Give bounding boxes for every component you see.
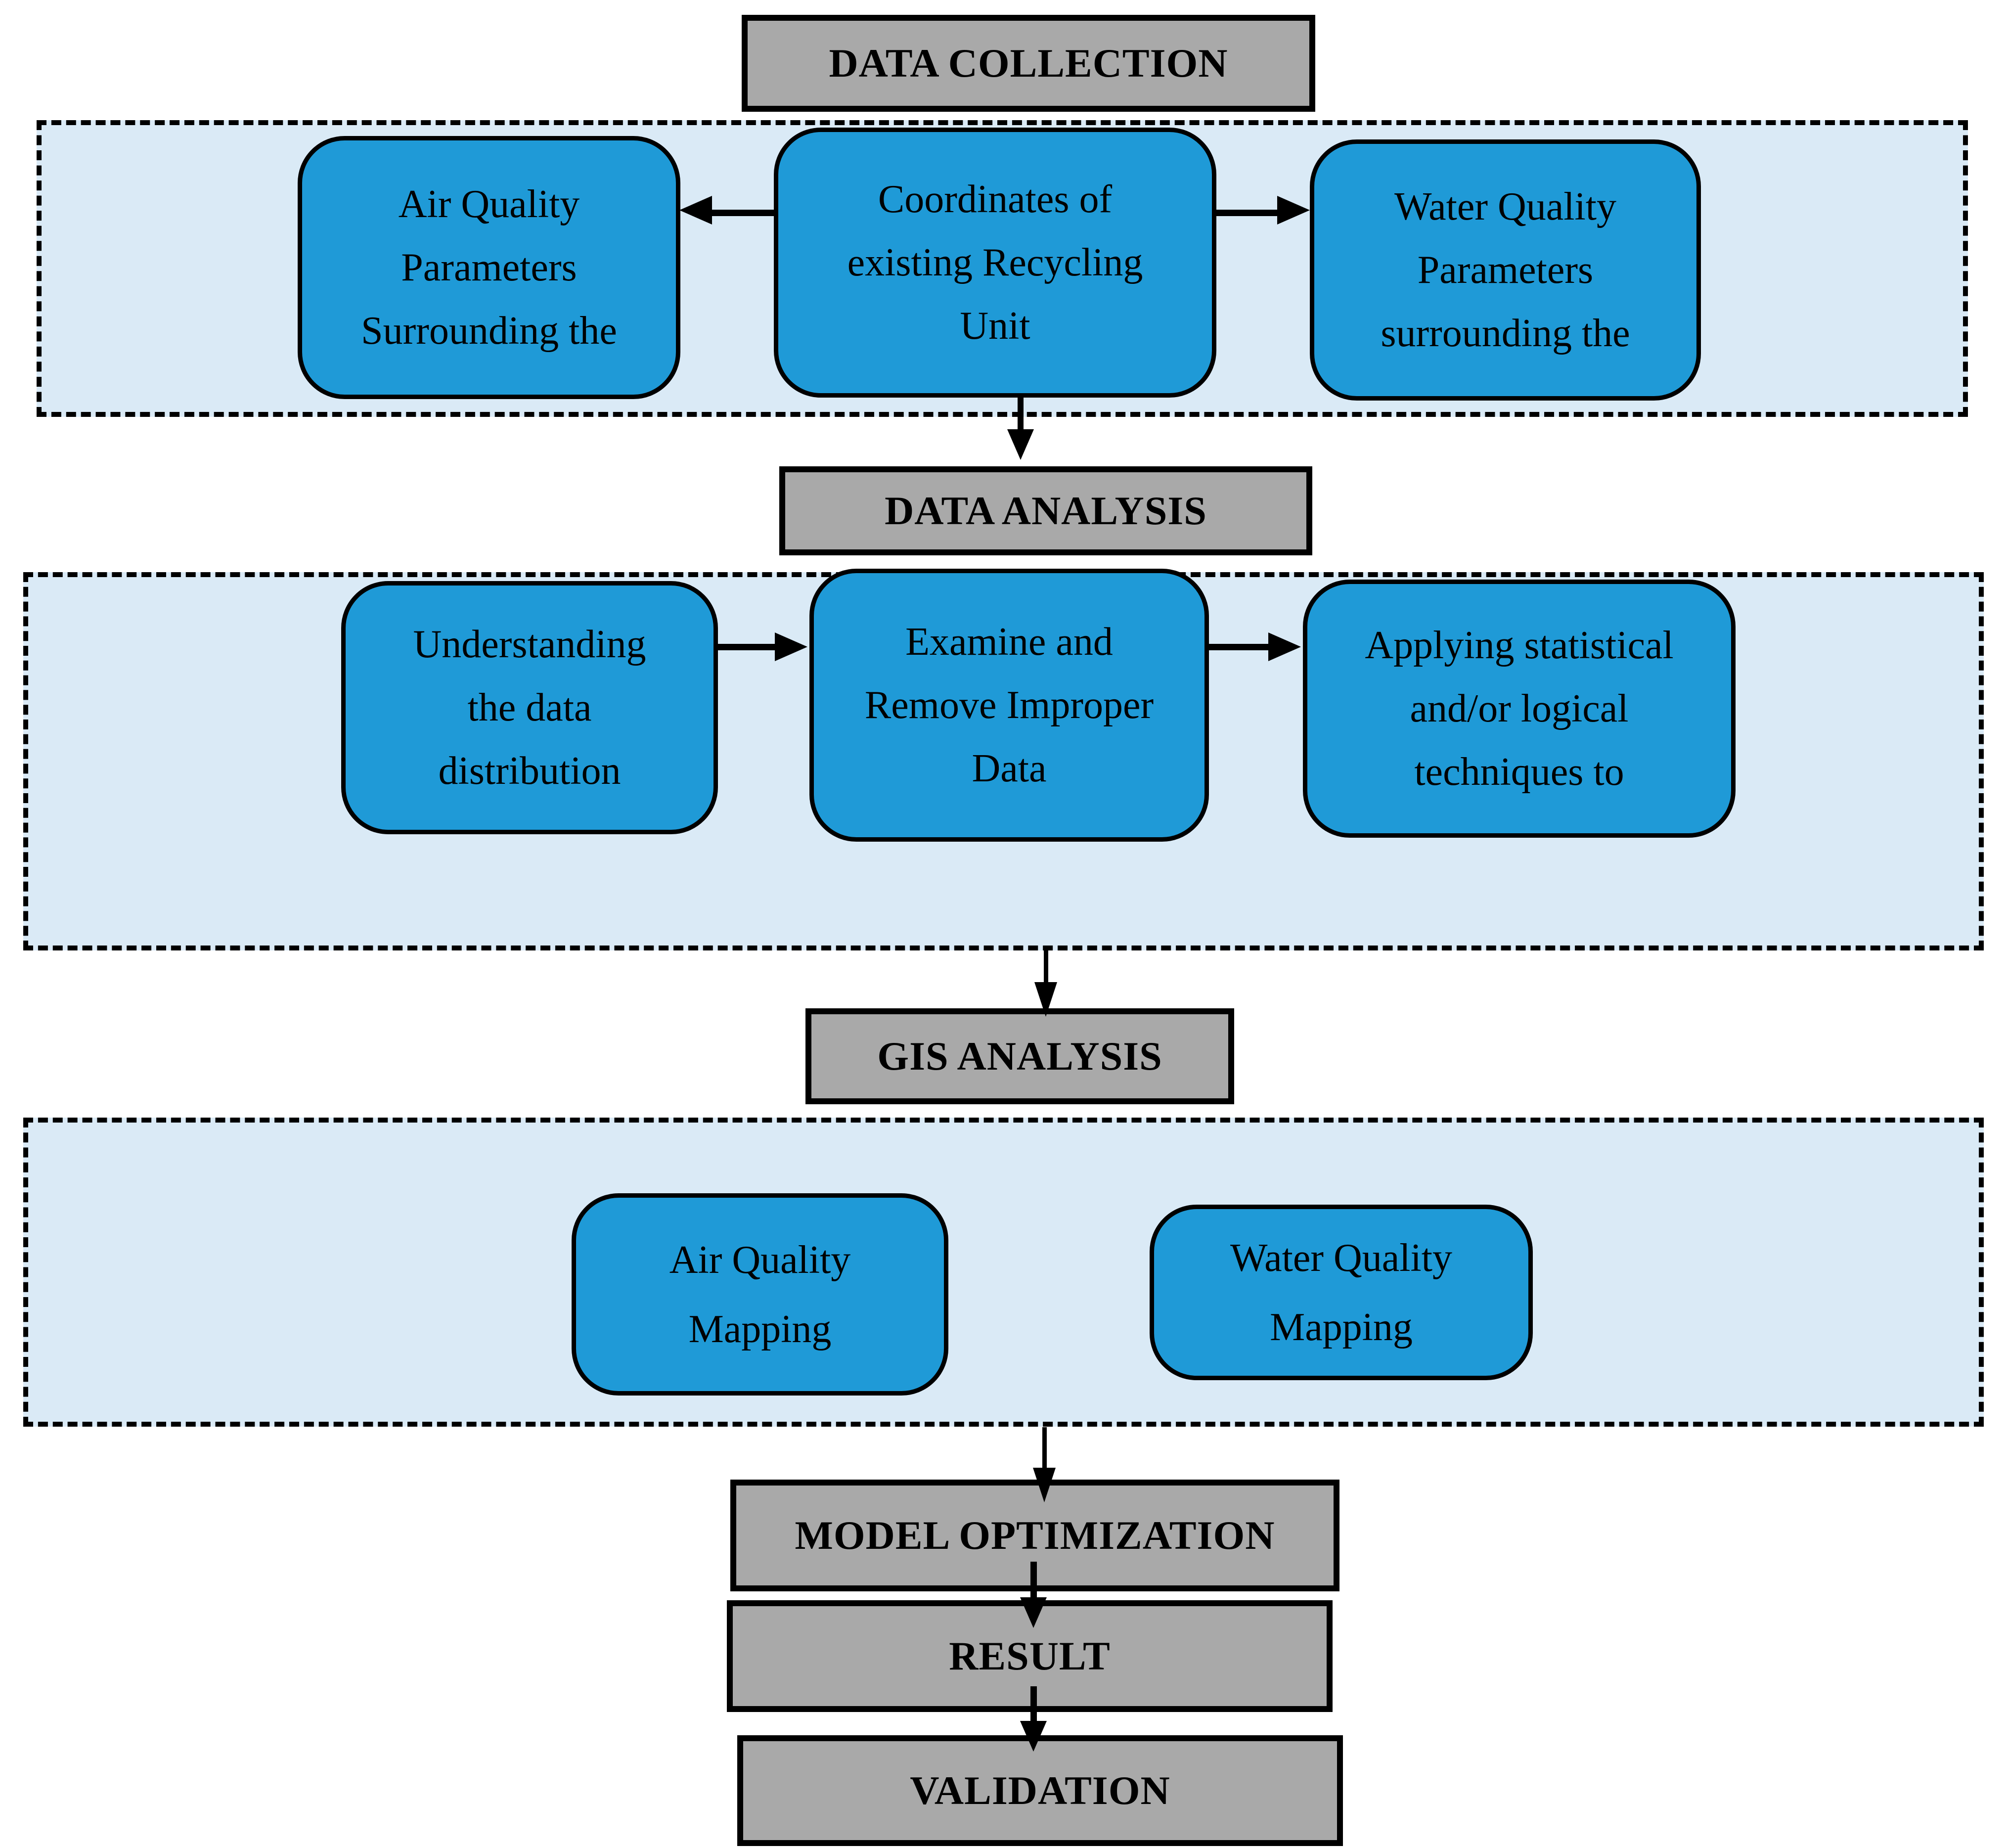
node-water-quality-parameters: Water Quality Parameters surrounding the [1310,139,1701,401]
node-text-line: the data [467,686,592,729]
node-text-line: Water Quality [1230,1236,1452,1280]
arrow-line [1018,397,1024,430]
arrow-line [1030,1686,1037,1722]
node-text-line: Water Quality [1394,185,1616,228]
arrow-head [775,632,807,661]
node-understanding-distribution: Understanding the data distribution [341,581,718,834]
arrow-head [1020,1597,1047,1628]
header-gis-analysis: GIS ANALYSIS [805,1008,1234,1104]
header-data-collection-label: DATA COLLECTION [829,41,1228,86]
arrow-head [1277,196,1310,225]
node-text-line: Understanding [413,623,646,666]
header-model-optimization-label: MODEL OPTIMIZATION [795,1513,1275,1558]
node-text-line: Unit [960,304,1030,348]
node-text-line: Remove Improper [864,683,1154,727]
arrow-head [1007,429,1034,460]
node-text-line: Surrounding the [361,309,617,353]
arrow-head [679,196,712,225]
arrow-line [1044,950,1048,983]
arrow-line [1209,644,1268,650]
arrow-line [1042,1427,1047,1469]
node-text-line: Coordinates of [878,178,1113,221]
node-text-line: Air Quality [669,1238,851,1282]
arrow-line [712,210,774,216]
node-text-line: Air Quality [398,182,580,226]
node-coordinates-recycling-unit: Coordinates of existing Recycling Unit [774,128,1216,398]
node-text-line: Parameters [1417,248,1594,292]
node-text-line: distribution [438,749,621,793]
header-result-label: RESULT [949,1633,1111,1678]
node-text-line: Examine and [905,620,1113,664]
arrow-head [1020,1721,1047,1752]
node-air-quality-parameters: Air Quality Parameters Surrounding the [298,136,680,399]
arrow-head [1268,632,1301,661]
node-text-line: techniques to [1414,750,1624,794]
arrow-head [1033,1468,1056,1502]
arrow-line [1216,210,1278,216]
arrow-head [1034,982,1057,1017]
header-data-analysis: DATA ANALYSIS [779,466,1312,555]
node-text-line: surrounding the [1381,312,1630,355]
node-applying-techniques: Applying statistical and/or logical tech… [1303,580,1736,838]
header-validation-label: VALIDATION [910,1768,1170,1813]
arrow-line [714,644,776,650]
container-gis-analysis [23,1118,1984,1427]
node-text-line: Mapping [1270,1305,1413,1349]
node-text-line: Data [972,747,1047,790]
node-text-line: Applying statistical [1365,624,1674,667]
header-gis-analysis-label: GIS ANALYSIS [877,1034,1162,1079]
header-data-analysis-label: DATA ANALYSIS [885,488,1207,533]
node-water-quality-mapping: Water Quality Mapping [1150,1205,1533,1380]
arrow-line [1030,1562,1037,1598]
node-text-line: existing Recycling [847,241,1143,284]
node-air-quality-mapping: Air Quality Mapping [572,1193,948,1396]
header-validation: VALIDATION [737,1735,1343,1846]
node-text-line: Parameters [401,246,577,289]
node-text-line: and/or logical [1410,687,1629,730]
header-data-collection: DATA COLLECTION [742,15,1315,112]
node-examine-remove-data: Examine and Remove Improper Data [809,569,1209,842]
node-text-line: Mapping [688,1307,832,1351]
